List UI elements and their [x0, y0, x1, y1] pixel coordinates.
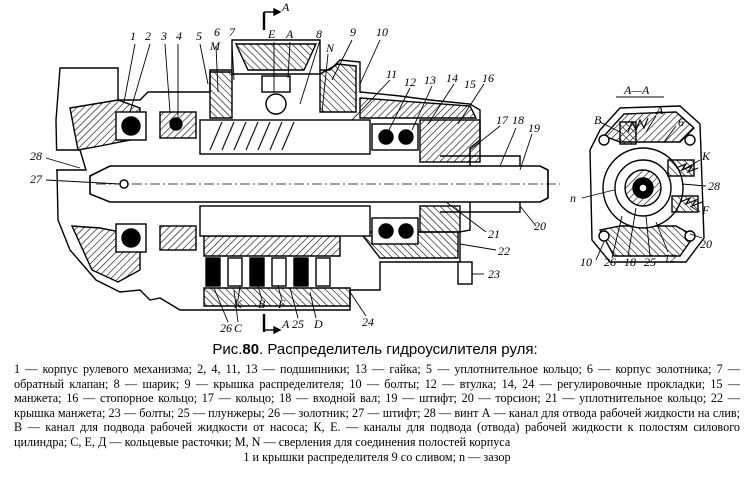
callout-5: 5: [196, 29, 202, 43]
callout-6: 6: [214, 25, 220, 39]
callout-17: 17: [496, 113, 509, 127]
callout-7: 7: [229, 25, 236, 39]
callout-m: M: [209, 39, 221, 53]
figure-title: . Распределитель гидроусилителя руля:: [259, 341, 538, 358]
callout-22: 22: [498, 244, 510, 258]
main-callouts: 1 2 3 4 5 M 6 7 E A 8 N 9 10 11 12 13 14…: [30, 25, 546, 335]
section-callout-10: 10: [580, 255, 592, 269]
callout-21: 21: [488, 227, 500, 241]
figure-caption-title: Рис.80. Распределитель гидроусилителя ру…: [0, 341, 750, 358]
callout-12: 12: [404, 75, 416, 89]
callout-2: 2: [145, 29, 151, 43]
callout-10: 10: [376, 25, 388, 39]
section-callouts: A—A B A 6 K 28 F 20 12 25 18 26 10 n: [570, 83, 720, 269]
section-callout-28: 28: [708, 179, 720, 193]
callout-a: A: [285, 27, 294, 41]
section-callout-18: 18: [624, 255, 636, 269]
cut-label-top: A: [281, 0, 290, 14]
cut-markers: A A: [281, 0, 290, 331]
callout-28: 28: [30, 149, 42, 163]
callout-9: 9: [350, 25, 356, 39]
section-callout-25: 25: [644, 255, 656, 269]
callout-14: 14: [446, 71, 458, 85]
callout-n: N: [325, 41, 335, 55]
callout-b: B: [258, 297, 266, 311]
callout-19: 19: [528, 121, 540, 135]
figure-legend: 1 — корпус рулевого механизма; 2, 4, 11,…: [14, 362, 740, 464]
callout-1: 1: [130, 29, 136, 43]
section-callout-k: K: [701, 149, 711, 163]
section-callout-26: 26: [604, 255, 616, 269]
section-callout-a: A: [655, 103, 664, 117]
callout-25: 25: [292, 317, 304, 331]
callout-26: 26: [220, 321, 232, 335]
main-section-view: [45, 7, 560, 335]
callout-18: 18: [512, 113, 524, 127]
section-callout-f: F: [701, 203, 710, 217]
callout-20: 20: [534, 219, 546, 233]
section-callout-6: 6: [678, 115, 684, 129]
callout-c: C: [234, 321, 243, 335]
callout-f: F: [277, 297, 286, 311]
section-a-a-view: [581, 96, 707, 263]
callout-24: 24: [362, 315, 374, 329]
legend-text: 1 — корпус рулевого механизма; 2, 4, 11,…: [14, 362, 740, 449]
section-callout-12: 12: [664, 251, 676, 265]
callout-13: 13: [424, 73, 436, 87]
callout-4: 4: [176, 29, 182, 43]
callout-16: 16: [482, 71, 494, 85]
legend-text-last: 1 и крышки распределителя 9 со сливом; n…: [243, 449, 511, 464]
callout-11: 11: [386, 67, 397, 81]
figure-prefix: Рис.: [212, 341, 243, 358]
callout-e: E: [267, 27, 276, 41]
callout-d: D: [313, 317, 323, 331]
callout-23: 23: [488, 267, 500, 281]
section-callout-20: 20: [700, 237, 712, 251]
section-callout-b: B: [594, 113, 602, 127]
section-title: A—A: [623, 83, 650, 97]
callout-3: 3: [160, 29, 167, 43]
callout-k: K: [233, 297, 243, 311]
section-callout-n: n: [570, 191, 576, 205]
callout-15: 15: [464, 77, 476, 91]
cut-label-bottom: A: [281, 317, 290, 331]
callout-8: 8: [316, 27, 322, 41]
figure-number: 80: [242, 341, 260, 358]
distributor-drawing: 1 2 3 4 5 M 6 7 E A 8 N 9 10 11 12 13 14…: [30, 0, 720, 335]
callout-27: 27: [30, 172, 43, 186]
